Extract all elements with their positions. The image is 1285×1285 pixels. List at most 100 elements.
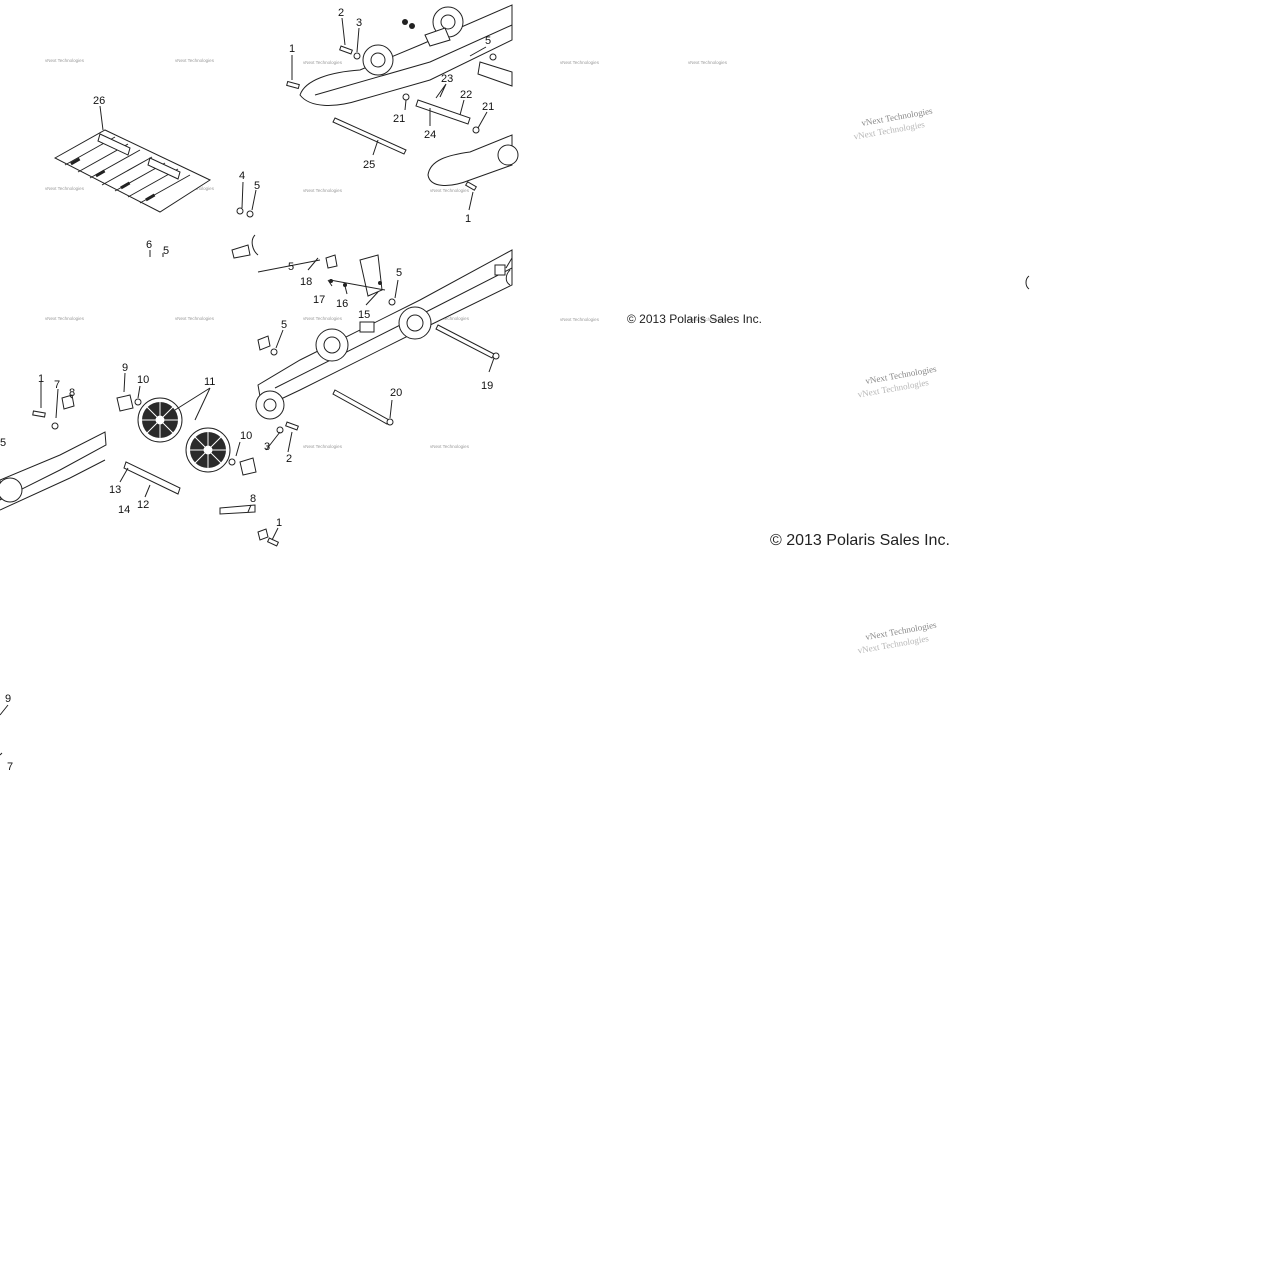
callout-number: 5 [485,35,491,47]
callout-number: 8 [250,493,256,505]
bolt [285,421,299,431]
watermark: vNext Technologies [303,188,343,193]
washer [276,426,284,434]
callout-number: 2 [286,453,292,465]
shock-end [477,61,513,87]
watermark: vNext Technologies [303,444,343,449]
copyright-notice: © 2013 Polaris Sales Inc. [770,532,950,549]
bolt [32,410,46,418]
link-arm [359,254,383,297]
callout-number: 24 [424,129,436,141]
callout-number: 14 [118,504,130,516]
watermark: vNext Technologies [303,60,343,65]
pivot-bracket [424,27,451,47]
watermark: vNext Technologies [303,316,343,321]
watermark-large: vNext Technologies vNext Technologies [857,620,938,656]
callout-number: 7 [7,761,13,773]
watermark: vNext Technologies [175,58,215,63]
callout-number: 8 [69,387,75,399]
bushing [239,457,257,476]
rod [332,389,390,425]
bogie-wheel [185,427,231,473]
callout-number: 25 [363,159,375,171]
watermark: vNext Technologies [430,188,470,193]
callout-number: 1 [465,213,471,225]
nut [236,207,244,215]
callout-number: 9 [122,362,128,374]
track-section [53,129,212,213]
callout-number: 10 [240,430,252,442]
callout-number: 10 [137,374,149,386]
callout-number: 1 [276,517,282,529]
watermark: vNext Technologies [560,60,600,65]
rod [332,117,407,155]
callout-number: 15 [358,309,370,321]
bushing [116,394,134,412]
watermark: vNext Technologies [688,60,728,65]
washer [489,53,497,61]
callout-number: 5 [163,245,169,257]
callout-number: 21 [393,113,405,125]
callout-number: 13 [109,484,121,496]
washer [388,298,396,306]
callout-number: 16 [336,298,348,310]
rod [435,324,495,359]
callout-number: 18 [300,276,312,288]
callout-number: 5 [396,267,402,279]
washer [270,348,278,356]
bolt [464,181,478,191]
washer [353,52,361,60]
main-rail [257,249,513,409]
callout-number: 12 [137,499,149,511]
watermark: vNext Technologies [45,186,85,191]
watermark-large: vNext Technologies vNext Technologies [853,106,934,142]
callout-number: 1 [38,373,44,385]
watermark: vNext Technologies [560,317,600,322]
callout-number: 21 [482,101,494,113]
bolt [286,80,300,90]
watermark: vNext Technologies [45,58,85,63]
axle [123,461,181,495]
callout-number: 26 [93,95,105,107]
callout-number: 11 [204,376,215,388]
callout-number: 1 [289,43,295,55]
copyright-notice: © 2013 Polaris Sales Inc. [627,312,762,326]
lower-left-rail [0,431,107,501]
watermark: vNext Technologies [430,316,470,321]
cap [61,394,75,410]
shaft [415,99,471,125]
rail-cap [325,254,338,269]
watermark: vNext Technologies [430,444,470,449]
callout-number: 5 [0,437,6,449]
o-ring [134,398,142,406]
parts-diagram-tile: vNext Technologies vNext Technologies vN… [0,4,519,773]
callout-number: 3 [264,441,270,453]
block [359,321,375,333]
callout-number: 20 [390,387,402,399]
bolt [339,45,353,55]
callout-number: 22 [460,89,472,101]
washer [246,210,254,218]
callout-number: 5 [254,180,260,192]
callout-number: 6 [146,239,152,251]
callout-number: 3 [356,17,362,29]
washer [51,422,59,430]
bolt [266,537,280,547]
washer [402,93,410,101]
callout-number: 2 [338,7,344,19]
watermark: vNext Technologies [45,316,85,321]
bogie-wheel [137,397,183,443]
callout-number: 19 [481,380,493,392]
callout-number: 9 [5,693,11,705]
watermark: vNext Technologies [688,317,728,322]
watermark-large: vNext Technologies vNext Technologies [857,364,938,400]
callout-number: 7 [54,379,60,391]
callout-number: 4 [239,170,245,182]
watermark: vNext Technologies [175,316,215,321]
callout-number: 17 [313,294,325,306]
callout-number: 5 [281,319,287,331]
block [494,264,506,276]
o-ring [228,458,236,466]
callout-number: 5 [288,261,294,273]
washer [472,126,480,134]
